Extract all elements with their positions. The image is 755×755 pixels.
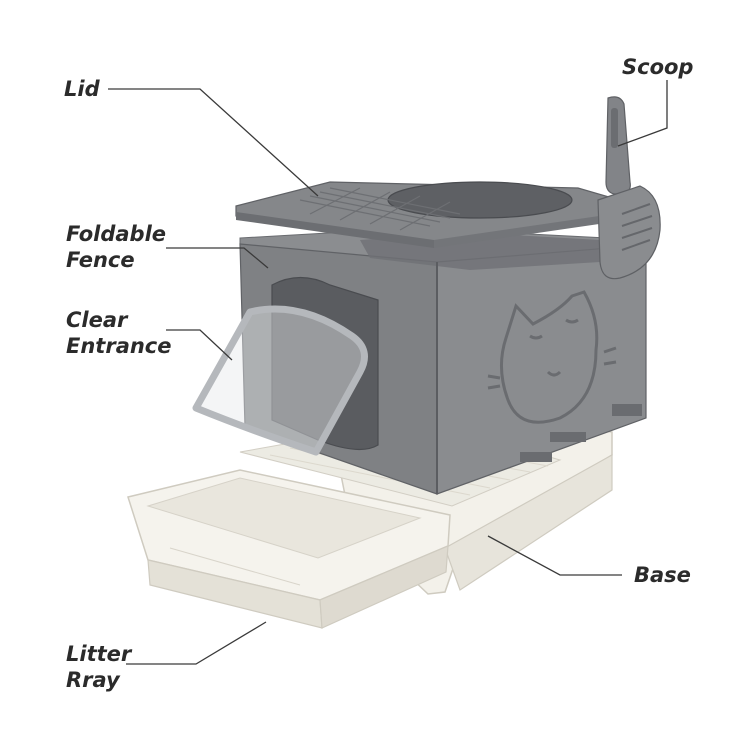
litter-tray-label-line-2: Rray [66, 668, 120, 692]
base-leader-line [487, 535, 622, 576]
foldable-fence-label-line-2: Fence [66, 248, 135, 272]
clear-entrance-leader-line [166, 329, 233, 361]
foldable-fence-label: Foldable Fence [66, 221, 166, 273]
lid-grid-texture [299, 187, 461, 231]
scoop [597, 96, 661, 280]
litter-tray [127, 469, 451, 629]
entrance-opening [271, 276, 379, 451]
scoop-leader-line [617, 80, 668, 147]
clear-entrance-label-line-1: Clear [66, 308, 128, 332]
litter-tray-label-line-1: Litter [66, 642, 132, 666]
cat-face-emblem [487, 290, 617, 424]
fence-foot [550, 432, 586, 442]
clear-entrance-label: Clear Entrance [66, 307, 172, 359]
scoop-label-text: Scoop [622, 55, 694, 79]
scoop-label: Scoop [622, 54, 693, 80]
lid-label-text: Lid [64, 77, 100, 101]
fence-foot [520, 452, 552, 462]
base-label-text: Base [634, 563, 691, 587]
foldable-fence-leader-line [166, 247, 269, 269]
lid-leader-line [108, 88, 319, 197]
litter-tray-leader-line [126, 621, 267, 665]
lid-opening [387, 181, 573, 219]
litter-tray-label: Litter Rray [66, 641, 131, 693]
lid [235, 181, 641, 248]
clear-entrance-label-line-2: Entrance [66, 334, 172, 358]
clear-entrance [192, 305, 368, 456]
base-label: Base [634, 562, 691, 588]
fence-foot [612, 404, 642, 416]
lid-label: Lid [64, 76, 100, 102]
foldable-fence-label-line-1: Foldable [66, 222, 167, 246]
